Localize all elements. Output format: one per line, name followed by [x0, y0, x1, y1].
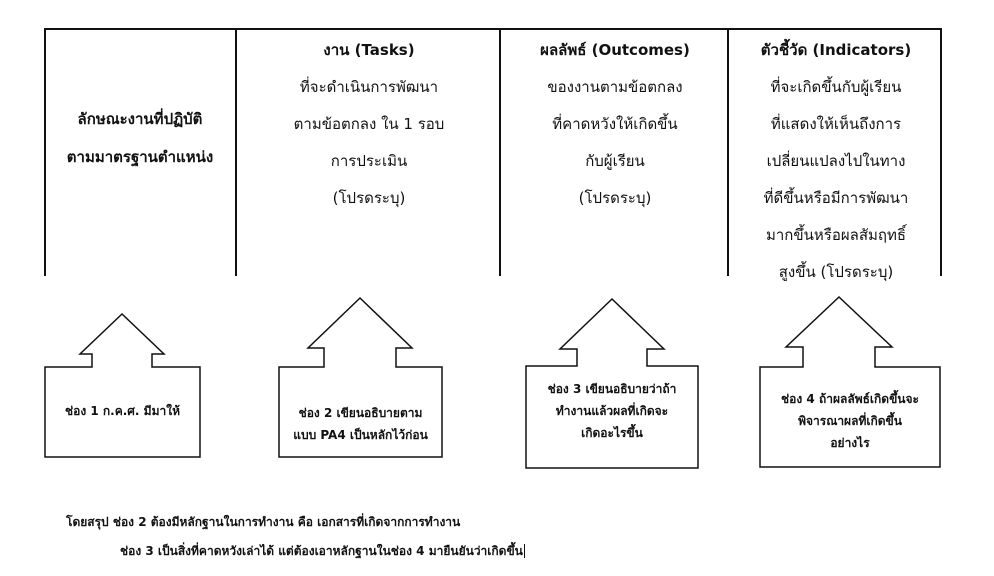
- col4-line-5: มากขึ้นหรือผลสัมฤทธิ์: [765, 226, 906, 244]
- callout-3-text: ช่อง 3 เขียนอธิบายว่าถ้า ทำงานแล้วผลที่เ…: [526, 378, 698, 444]
- table-divider-2: [235, 30, 237, 276]
- col2-line-4: (โปรดระบุ): [332, 189, 406, 207]
- column-work-characteristics: ลักษณะงานที่ปฏิบัติ ตามมาตรฐานตำแหน่ง: [46, 100, 234, 176]
- col4-header: ตัวชี้วัด (Indicators): [760, 41, 912, 59]
- col3-line-3: กับผู้เรียน: [585, 152, 645, 170]
- column-outcomes: ผลลัพธ์ (Outcomes) ของงานตามข้อตกลง ที่ค…: [502, 32, 728, 217]
- callout-2-text: ช่อง 2 เขียนอธิบายตาม แบบ PA4 เป็นหลักไว…: [279, 402, 442, 446]
- table-divider-5: [940, 30, 942, 276]
- col3-line-2: ที่คาดหวังให้เกิดขึ้น: [552, 115, 678, 133]
- summary-line-2: ช่อง 3 เป็นสิ่งที่คาดหวังเล่าได้ แต่ต้อง…: [120, 544, 523, 558]
- callout-3-line-2: ทำงานแล้วผลที่เกิดจะ: [555, 404, 669, 418]
- table-divider-1: [44, 30, 46, 276]
- callout-2-line-1: ช่อง 2 เขียนอธิบายตาม: [298, 406, 423, 420]
- callout-1-line-1: ช่อง 1 ก.ค.ศ. มีมาให้: [64, 404, 180, 418]
- callout-arrow-3: [525, 297, 699, 469]
- callout-4-line-1: ช่อง 4 ถ้าผลลัพธ์เกิดขึ้นจะ: [781, 392, 919, 406]
- col2-line-3: การประเมิน: [330, 152, 408, 170]
- col3-line-1: ของงานตามข้อตกลง: [547, 78, 683, 96]
- callout-4-line-3: อย่างไร: [830, 436, 870, 450]
- col4-line-1: ที่จะเกิดขึ้นกับผู้เรียน: [770, 78, 902, 96]
- callout-1-text: ช่อง 1 ก.ค.ศ. มีมาให้: [45, 400, 200, 422]
- col4-line-6: สูงขึ้น (โปรดระบุ): [778, 263, 894, 281]
- col4-line-4: ที่ดีขึ้นหรือมีการพัฒนา: [763, 189, 909, 207]
- col4-line-3: เปลี่ยนแปลงไปในทาง: [766, 152, 906, 170]
- summary-line-1: โดยสรุป ช่อง 2 ต้องมีหลักฐานในการทำงาน ค…: [66, 515, 461, 529]
- callout-arrow-4: [759, 295, 941, 468]
- column-tasks: งาน (Tasks) ที่จะดำเนินการพัฒนา ตามข้อตก…: [238, 32, 500, 217]
- callout-4-text: ช่อง 4 ถ้าผลลัพธ์เกิดขึ้นจะ พิจารณาผลที่…: [760, 388, 940, 454]
- col1-line-2: ตามมาตรฐานตำแหน่ง: [66, 148, 214, 166]
- col2-header: งาน (Tasks): [323, 41, 415, 59]
- col4-line-2: ที่แสดงให้เห็นถึงการ: [770, 115, 902, 133]
- callout-3-line-3: เกิดอะไรขึ้น: [581, 426, 643, 440]
- summary-line-2-wrap: ช่อง 3 เป็นสิ่งที่คาดหวังเล่าได้ แต่ต้อง…: [120, 542, 525, 561]
- callout-arrow-2: [278, 296, 443, 458]
- col3-header: ผลลัพธ์ (Outcomes): [540, 41, 690, 59]
- callout-2-line-2: แบบ PA4 เป็นหลักไว้ก่อน: [293, 428, 428, 442]
- col2-line-2: ตามข้อตกลง ใน 1 รอบ: [293, 115, 445, 133]
- callout-3-line-1: ช่อง 3 เขียนอธิบายว่าถ้า: [547, 382, 677, 396]
- column-indicators: ตัวชี้วัด (Indicators) ที่จะเกิดขึ้นกับผ…: [730, 32, 942, 291]
- text-cursor: [523, 544, 525, 558]
- table-divider-3: [499, 30, 501, 276]
- col2-line-1: ที่จะดำเนินการพัฒนา: [299, 78, 439, 96]
- table-top-border: [44, 28, 942, 30]
- table-divider-4: [727, 30, 729, 276]
- callout-4-line-2: พิจารณาผลที่เกิดขึ้น: [798, 414, 902, 428]
- callout-arrow-1: [44, 312, 201, 458]
- col1-line-1: ลักษณะงานที่ปฏิบัติ: [77, 110, 203, 128]
- col3-line-4: (โปรดระบุ): [578, 189, 652, 207]
